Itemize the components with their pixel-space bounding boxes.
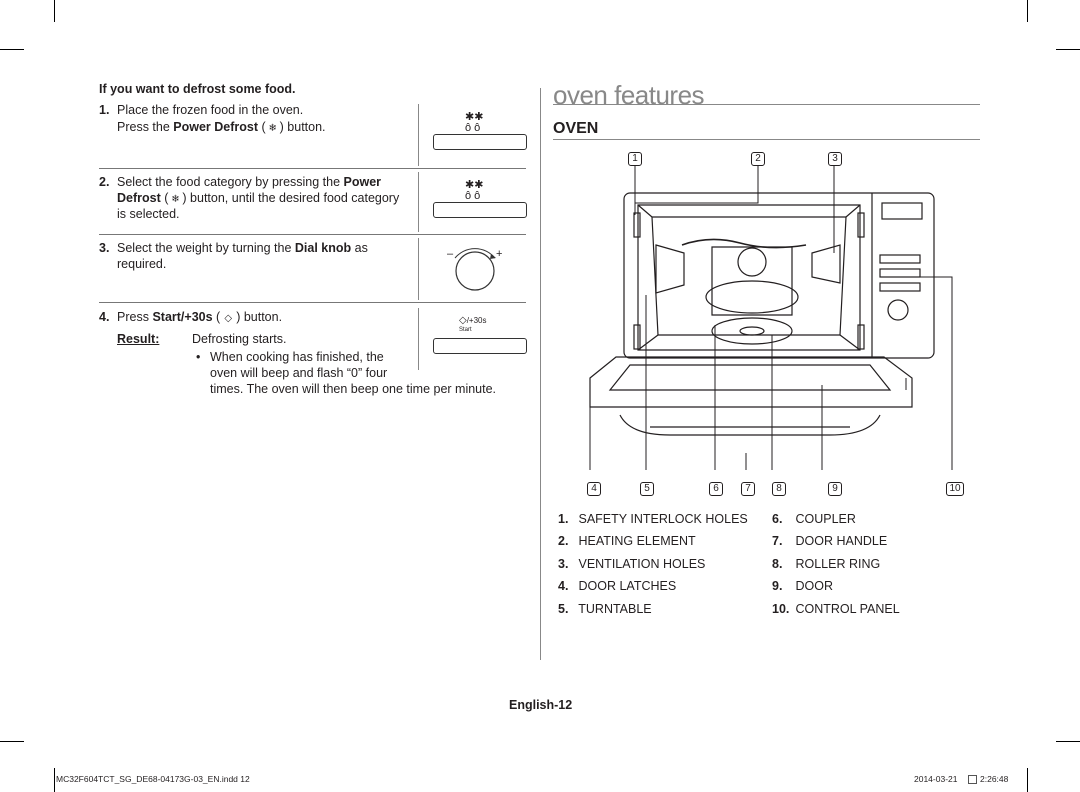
title-rule xyxy=(553,104,980,105)
crop-mark xyxy=(0,741,24,742)
legend-item: 10. CONTROL PANEL xyxy=(772,602,900,616)
callout-1: 1 xyxy=(628,152,642,166)
section-rule xyxy=(553,139,980,140)
divider xyxy=(99,302,526,303)
display-illustration xyxy=(433,202,527,218)
step-number: 1. xyxy=(99,103,110,117)
dial-illustration: – + xyxy=(418,238,527,300)
crop-mark xyxy=(0,49,24,50)
dial-minus-label: – xyxy=(447,248,454,260)
crop-mark xyxy=(1056,49,1080,50)
step1-line1: Place the frozen food in the oven. xyxy=(117,103,304,117)
page-title: oven features xyxy=(553,80,705,110)
dial-plus-label: + xyxy=(496,248,503,260)
bullet: • xyxy=(196,350,201,364)
step2-line3: is selected. xyxy=(117,207,180,221)
start-button-illustration: ◇/+30s xyxy=(459,315,487,326)
start-panel-illustration: ◇/+30s Start xyxy=(418,308,527,370)
defrost-icon: ✱✱ô ô xyxy=(465,111,484,134)
start-label: Start xyxy=(459,327,472,333)
callout-5: 5 xyxy=(640,482,654,496)
defrost-heading: If you want to defrost some food. xyxy=(99,82,296,96)
legend-item: 9. DOOR xyxy=(772,579,833,593)
step-number: 3. xyxy=(99,241,110,255)
display-illustration xyxy=(433,134,527,150)
step-number: 4. xyxy=(99,310,110,324)
legend-item: 3. VENTILATION HOLES xyxy=(558,557,706,571)
slug-time: 2:26:48 xyxy=(980,774,1009,784)
control-panel-illustration: ✱✱ô ô xyxy=(418,104,527,166)
divider xyxy=(99,168,526,169)
callout-10: 10 xyxy=(946,482,964,496)
result-bullet-line2: oven will beep and flash “0” four xyxy=(210,366,388,380)
legend-item: 8. ROLLER RING xyxy=(772,557,881,571)
result-label: Result: xyxy=(117,332,160,346)
callout-7: 7 xyxy=(741,482,755,496)
callout-2: 2 xyxy=(751,152,765,166)
display-illustration xyxy=(433,338,527,354)
result-bullet-line3: times. The oven will then beep one time … xyxy=(210,382,497,396)
callout-4: 4 xyxy=(587,482,601,496)
defrost-icon: ✱✱ô ô xyxy=(465,179,484,202)
callout-9: 9 xyxy=(828,482,842,496)
divider xyxy=(99,234,526,235)
step2-line2: Defrost (❄) button, until the desired fo… xyxy=(117,190,399,208)
legend-item: 5. TURNTABLE xyxy=(558,602,652,616)
file-slug: MC32F604TCT_SG_DE68-04173G-03_EN.indd 12 xyxy=(56,774,250,784)
step3-line2: required. xyxy=(117,257,167,271)
defrost-icon: ❄ xyxy=(171,194,180,205)
step3-line1: Select the weight by turning the Dial kn… xyxy=(117,241,368,255)
crop-mark xyxy=(1056,741,1080,742)
step2-line1: Select the food category by pressing the… xyxy=(117,175,382,189)
result-bullet-line1: When cooking has finished, the xyxy=(210,350,384,364)
legend-item: 6. COUPLER xyxy=(772,512,856,526)
callout-3: 3 xyxy=(828,152,842,166)
crop-mark xyxy=(1027,768,1028,792)
callout-8: 8 xyxy=(772,482,786,496)
clock-icon xyxy=(968,775,977,784)
step4-line1: Press Start/+30s (◇) button. xyxy=(117,309,282,327)
crop-mark xyxy=(1027,0,1028,22)
step1-line2: Press the Power Defrost (❄) button. xyxy=(117,119,326,137)
microwave-oven-illustration xyxy=(589,165,953,470)
step-number: 2. xyxy=(99,175,110,189)
crop-mark xyxy=(54,0,55,22)
legend-item: 1. SAFETY INTERLOCK HOLES xyxy=(558,512,748,526)
crop-mark xyxy=(54,768,55,792)
legend-item: 2. HEATING ELEMENT xyxy=(558,534,696,548)
legend-item: 7. DOOR HANDLE xyxy=(772,534,888,548)
control-panel-illustration: ✱✱ô ô xyxy=(418,172,527,232)
defrost-icon: ❄ xyxy=(268,123,277,134)
section-title: OVEN xyxy=(553,120,599,137)
column-divider xyxy=(540,88,541,660)
legend-item: 4. DOOR LATCHES xyxy=(558,579,677,593)
start-icon: ◇ xyxy=(224,313,233,324)
dial-knob-icon xyxy=(454,248,496,291)
page-number: English-12 xyxy=(509,698,573,712)
callout-6: 6 xyxy=(709,482,723,496)
slug-date: 2014-03-21 xyxy=(914,774,958,784)
result-text: Defrosting starts. xyxy=(192,332,287,346)
